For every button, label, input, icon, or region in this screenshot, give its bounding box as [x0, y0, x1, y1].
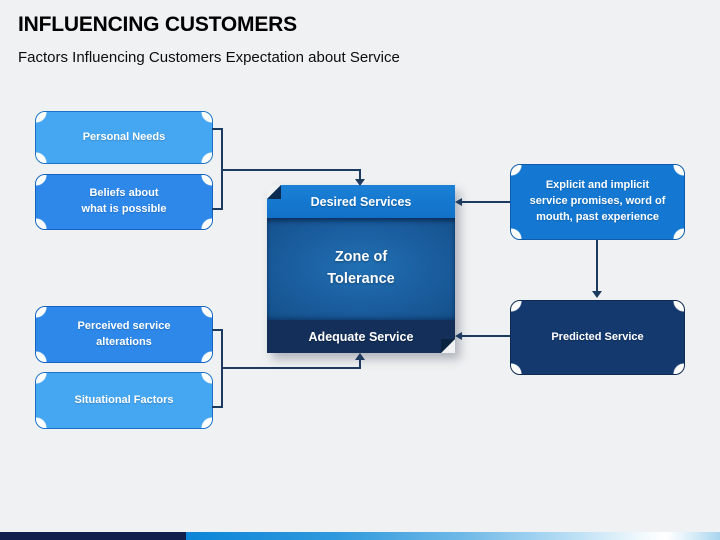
arrowhead-left-icon: [455, 331, 462, 340]
zone-of-tolerance-diagram: Desired Services Zone of Tolerance Adequ…: [267, 185, 455, 353]
connector-horizontal: [461, 335, 510, 337]
arrowhead-left-icon: [455, 197, 462, 206]
connector-horizontal: [461, 201, 510, 203]
connector-horizontal: [221, 169, 361, 171]
connector-horizontal: [221, 367, 361, 369]
footer-bar-gradient-segment: [186, 532, 720, 540]
folded-corner-decoration: [441, 339, 455, 353]
zone-label: Zone of Tolerance: [327, 249, 395, 287]
adequate-service-band: Adequate Service: [267, 320, 455, 353]
connector-stub: [212, 208, 223, 210]
box-label: Perceived service alterations: [77, 319, 171, 348]
arrowhead-down-icon: [592, 291, 602, 298]
box-service-promises: Explicit and implicit service promises, …: [510, 164, 685, 240]
connector-stub: [212, 329, 223, 331]
box-predicted-service: Predicted Service: [510, 300, 685, 375]
folded-corner-decoration: [267, 185, 281, 199]
connector-vertical: [359, 169, 361, 180]
connector-vertical: [359, 360, 361, 369]
box-label: Explicit and implicit service promises, …: [529, 179, 666, 223]
arrowhead-down-icon: [355, 179, 365, 186]
box-personal-needs: Personal Needs: [35, 111, 213, 164]
box-situational-factors: Situational Factors: [35, 372, 213, 429]
page-title: INFLUENCING CUSTOMERS: [18, 13, 297, 36]
connector-stub: [212, 406, 223, 408]
connector-vertical: [596, 240, 598, 292]
page-subtitle: Factors Influencing Customers Expectatio…: [18, 49, 400, 66]
zone-of-tolerance-body: Zone of Tolerance: [267, 218, 455, 320]
arrowhead-up-icon: [355, 353, 365, 360]
box-beliefs-what-is-possible: Beliefs about what is possible: [35, 174, 213, 230]
connector-stub: [212, 128, 223, 130]
desired-services-band: Desired Services: [267, 185, 455, 218]
band-label: Desired Services: [310, 194, 412, 209]
box-label: Personal Needs: [82, 130, 166, 143]
box-perceived-service-alterations: Perceived service alterations: [35, 306, 213, 363]
footer-bar-navy-segment: [0, 532, 186, 540]
box-label: Predicted Service: [551, 330, 644, 343]
box-label: Beliefs about what is possible: [81, 187, 167, 215]
band-label: Adequate Service: [308, 329, 414, 344]
box-label: Situational Factors: [74, 393, 174, 406]
